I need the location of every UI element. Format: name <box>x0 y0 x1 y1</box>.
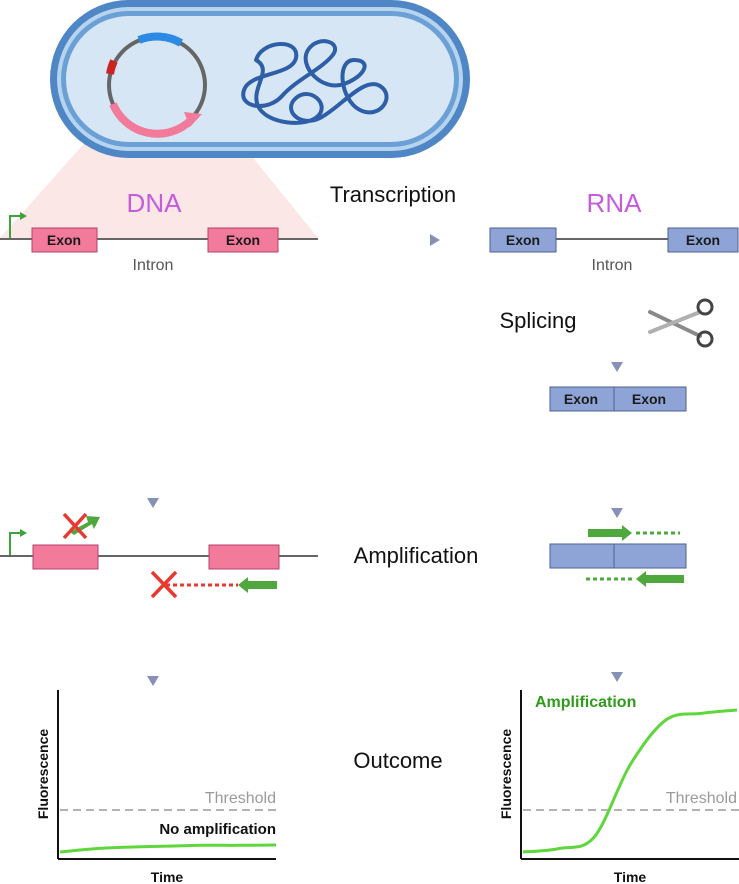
chart1-annotation: No amplification <box>159 821 276 838</box>
chart1-y-label: Fluorescence <box>35 729 51 819</box>
dna-amplification <box>0 512 318 599</box>
dna-exon-1-label: Exon <box>47 232 81 248</box>
rna-exon-1-label: Exon <box>506 232 540 248</box>
promoter-arrow-icon <box>9 215 22 238</box>
chart2-threshold-label: Threshold <box>666 790 737 807</box>
rna-intron-label: Intron <box>592 257 633 274</box>
mrna-exon-1-label: Exon <box>564 391 598 407</box>
chart2-x-label: Time <box>614 869 647 884</box>
promoter-arrow-icon <box>9 532 22 555</box>
dna-exon-1 <box>31 227 98 253</box>
splicing-label: Splicing <box>499 308 576 333</box>
plasmid-icon <box>106 32 207 138</box>
transcription-label: Transcription <box>330 182 456 207</box>
spliced-mrna: Exon Exon <box>549 386 687 412</box>
outcome-label: Outcome <box>353 748 442 773</box>
chart-no-amplification: Threshold No amplification Time Fluoresc… <box>35 690 277 884</box>
chart-amplification: Threshold Amplification Time Fluorescenc… <box>498 690 739 884</box>
rna-title: RNA <box>587 188 643 218</box>
rna-exon-1 <box>489 227 557 253</box>
rna-transcript: Exon Exon Intron <box>489 227 739 274</box>
chart2-y-label: Fluorescence <box>498 729 514 819</box>
dna-exon-2 <box>207 227 279 253</box>
dna-gene: Exon Exon Intron <box>0 212 318 274</box>
rna-exon-2 <box>667 227 739 253</box>
mrna-exon-2-label: Exon <box>632 391 666 407</box>
chart1-threshold-label: Threshold <box>205 790 276 807</box>
chart2-series-line <box>522 708 738 854</box>
chromosome-icon <box>241 39 389 125</box>
scissors-icon <box>648 298 714 348</box>
blocked-x-icon <box>150 570 178 599</box>
chart2-annotation: Amplification <box>535 694 636 711</box>
blocked-x-icon <box>62 512 88 540</box>
dna-exon-2-label: Exon <box>226 232 260 248</box>
dna-title: DNA <box>127 188 183 218</box>
dna-intron-label: Intron <box>133 257 174 274</box>
chart1-series-line <box>59 843 277 854</box>
rna-exon-2-label: Exon <box>686 232 720 248</box>
chart1-x-label: Time <box>151 869 184 884</box>
cdna-amplification <box>549 525 687 587</box>
amplification-label: Amplification <box>354 543 479 568</box>
